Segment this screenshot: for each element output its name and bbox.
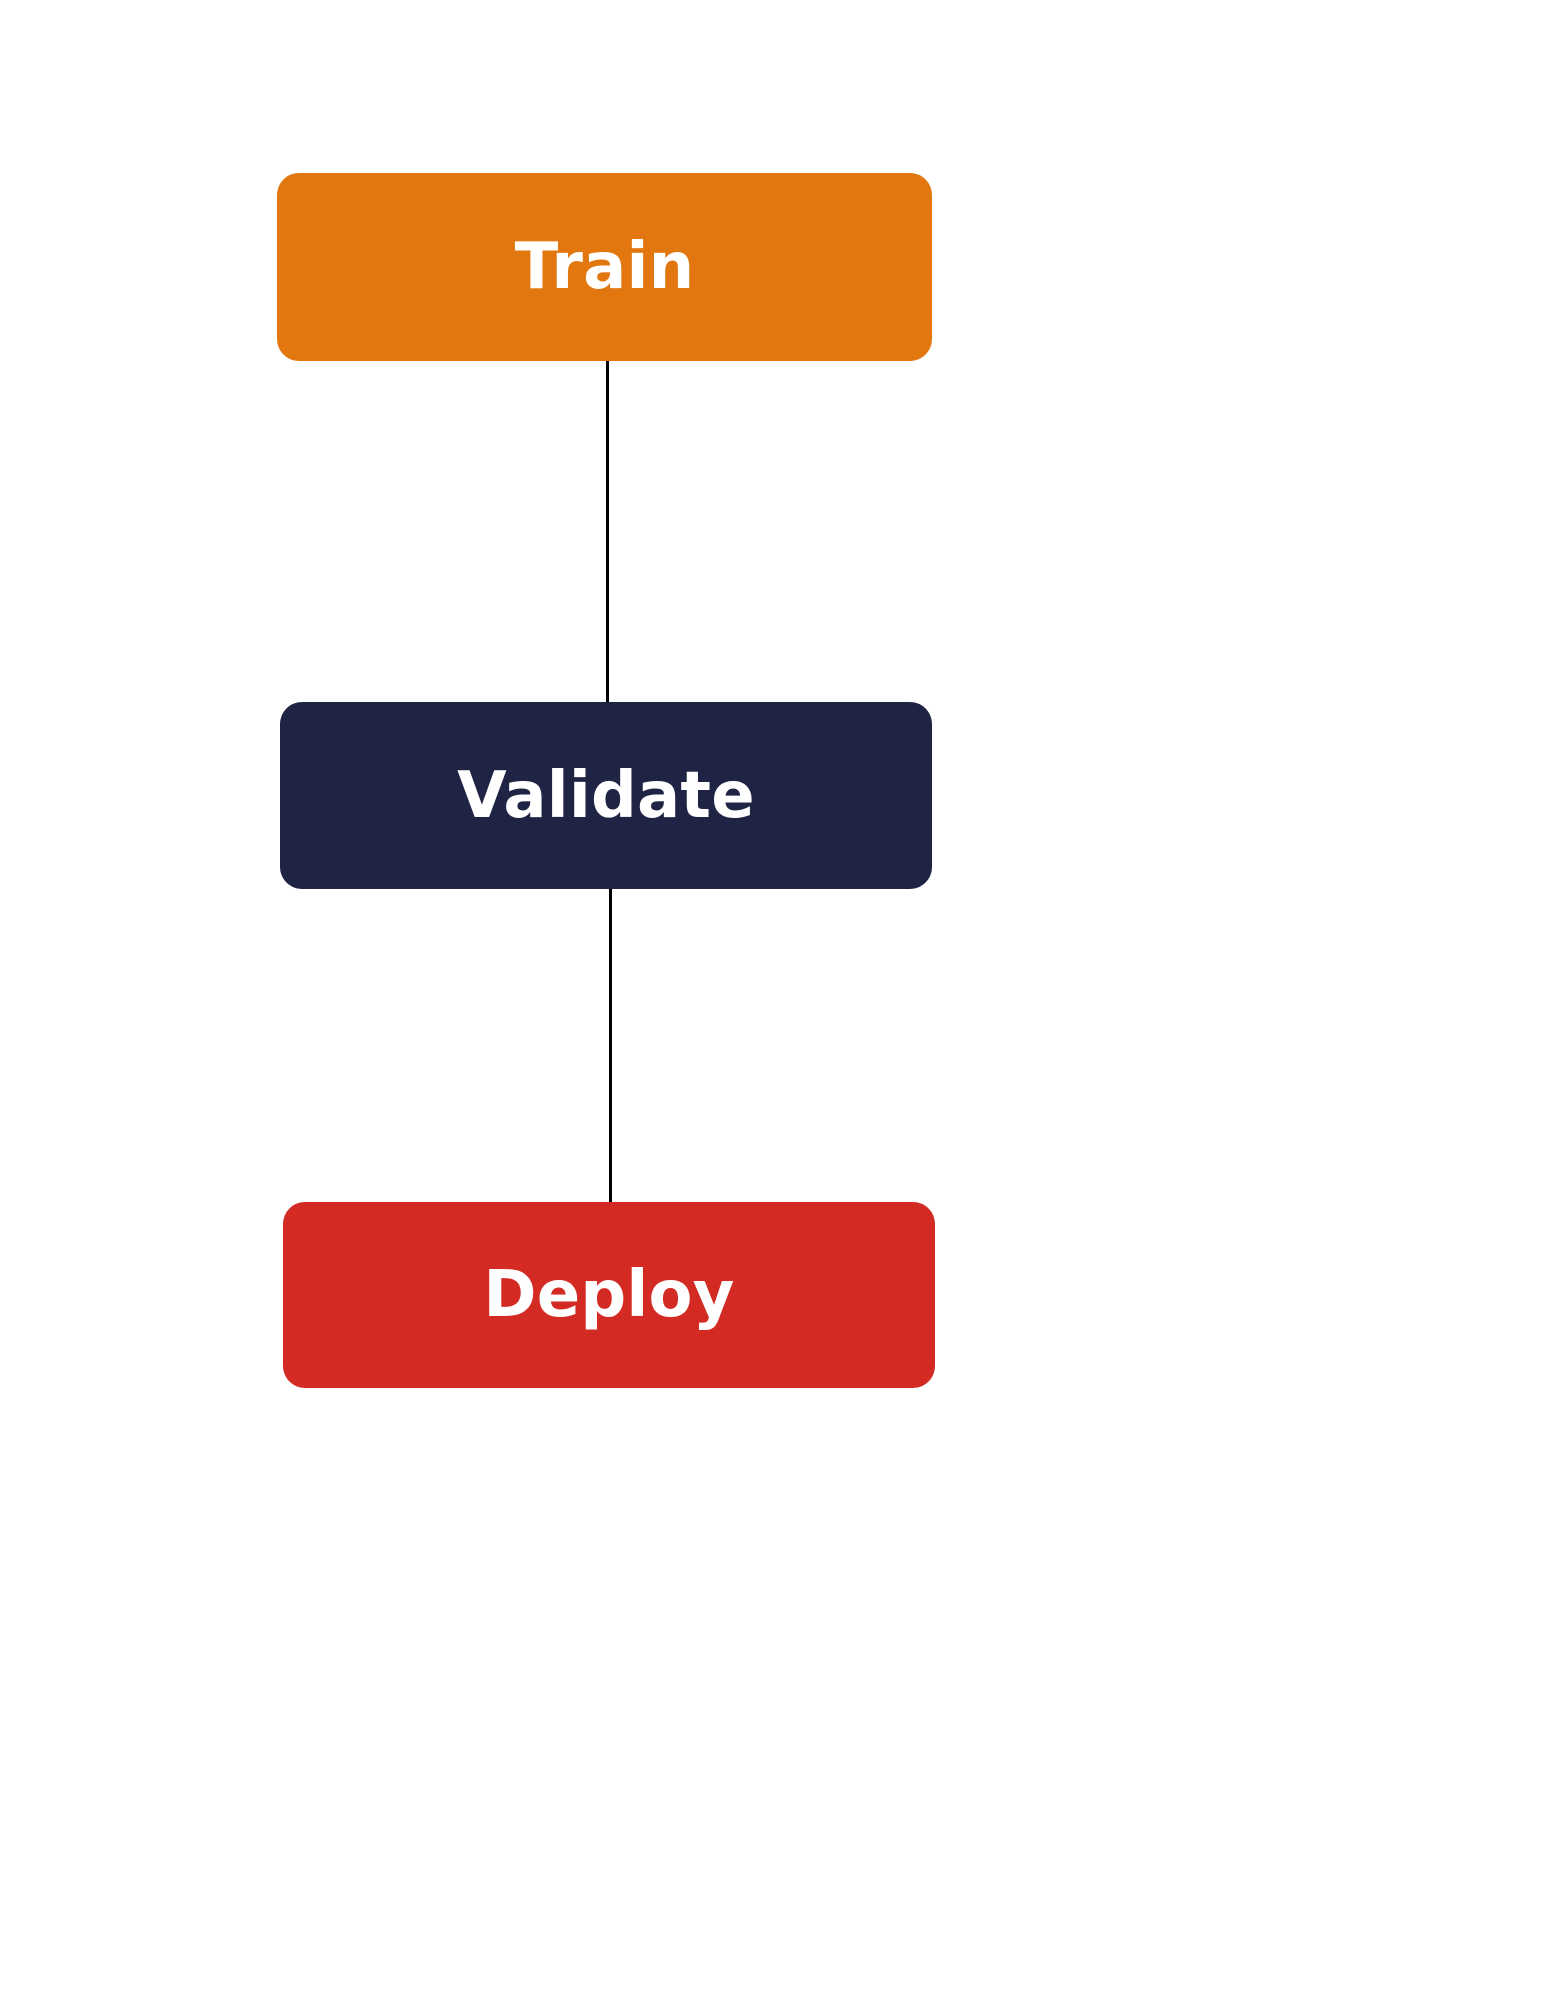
edge-validate-to-deploy <box>609 874 612 1205</box>
node-deploy[interactable]: Deploy <box>283 1202 935 1388</box>
node-train-label: Train <box>514 230 695 304</box>
node-train[interactable]: Train <box>277 173 932 361</box>
edge-train-to-validate <box>606 361 609 706</box>
node-deploy-label: Deploy <box>483 1258 735 1332</box>
node-validate-label: Validate <box>457 758 755 833</box>
node-validate[interactable]: Validate <box>280 702 932 889</box>
